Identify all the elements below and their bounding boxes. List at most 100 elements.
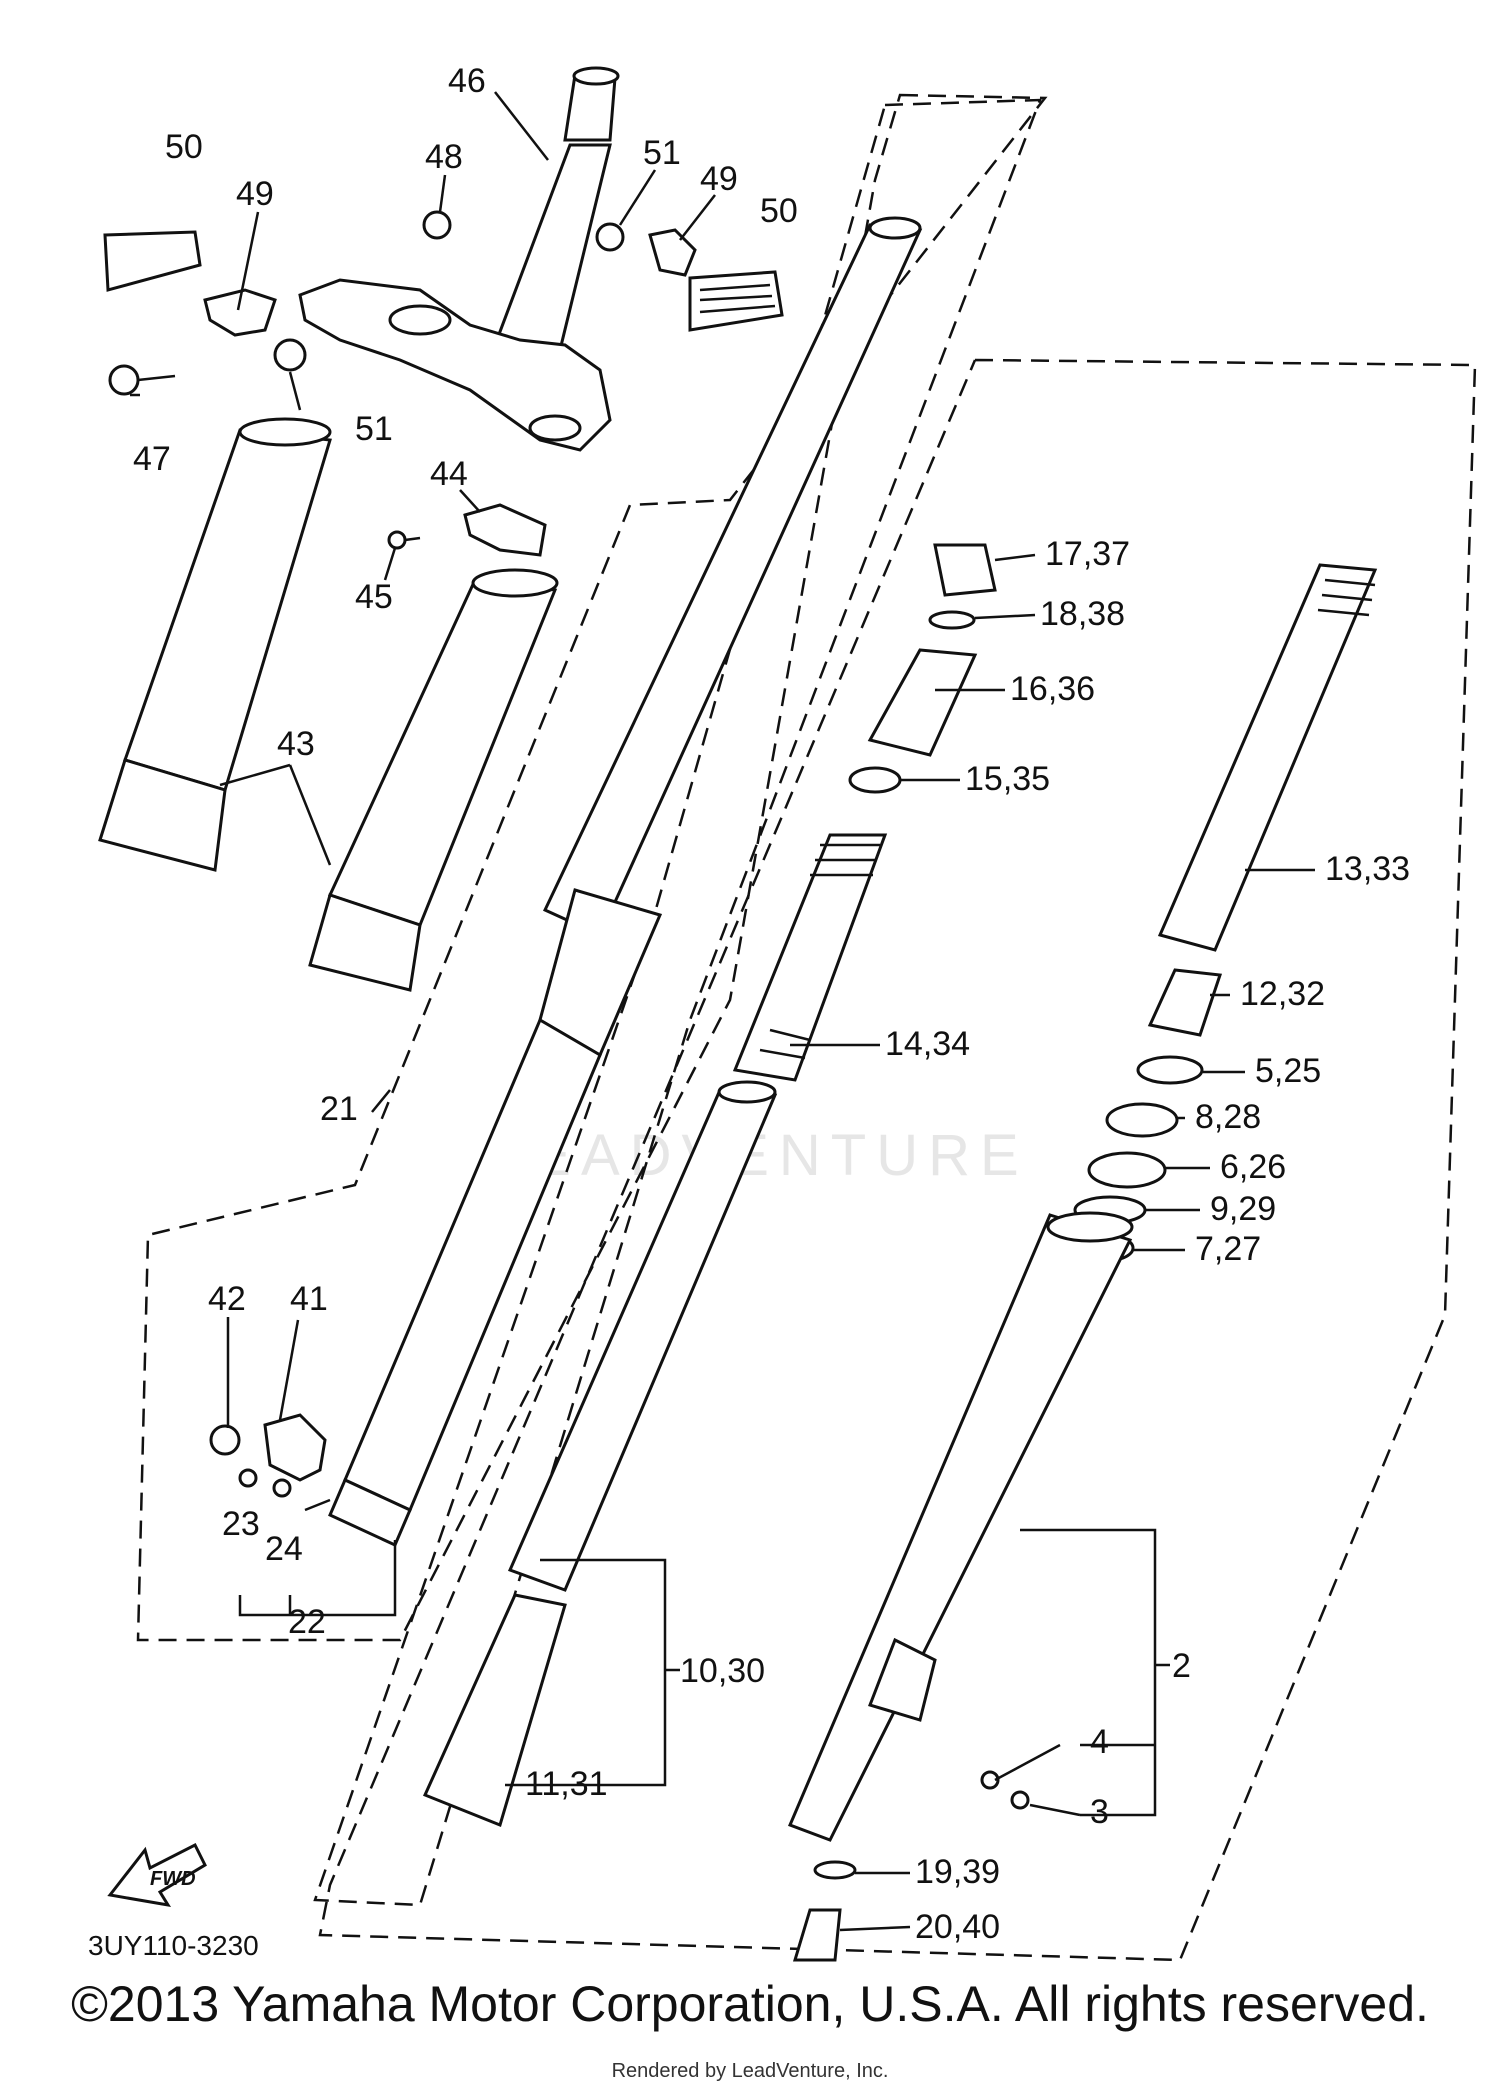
right-fork-parts	[788, 563, 1378, 1962]
reflector-right-grid	[699, 283, 776, 314]
fork-boot-right-body	[327, 578, 558, 927]
callout-22: 22	[288, 1603, 326, 1641]
callout-51-left: 51	[355, 410, 393, 448]
callout-labels: 46 48 51 49 50 50 49 47 51 44 45 43 17,3…	[88, 62, 1410, 1961]
leader-20-40	[839, 1925, 911, 1932]
callout-2: 2	[1172, 1647, 1191, 1685]
leader-51b	[288, 371, 302, 411]
guide-44	[463, 503, 547, 557]
callout-50-right: 50	[760, 192, 798, 230]
leader-10-30	[540, 1558, 680, 1787]
fork-boot-right-top	[471, 568, 559, 598]
oil-seal-6-26	[1087, 1151, 1167, 1189]
callout-12-32: 12,32	[1240, 975, 1325, 1013]
bolt-23	[238, 1468, 258, 1488]
guide-11-31	[422, 1593, 567, 1828]
outline-right-assembly	[318, 358, 1477, 1962]
outer-tube-assembly	[328, 216, 923, 1548]
callout-42: 42	[208, 1280, 246, 1318]
callout-15-35: 15,35	[965, 760, 1050, 798]
washer-4	[980, 1770, 1000, 1790]
screw-45	[387, 530, 407, 550]
bolt-47	[108, 364, 140, 396]
callout-41: 41	[290, 1280, 328, 1318]
fork-boot-right	[308, 568, 559, 992]
damper-rod-threads	[1317, 578, 1376, 617]
leader-3	[1029, 1803, 1081, 1817]
cap-bolt-17-37	[933, 543, 997, 597]
fork-boot-left-top	[238, 417, 332, 447]
outer-tube-cap	[868, 216, 922, 240]
callout-10-30: 10,30	[680, 1652, 765, 1690]
fwd-arrow: FWD	[107, 1842, 207, 1908]
leader-43	[219, 763, 332, 866]
axle-bracket-right	[868, 1637, 937, 1722]
leader-21	[371, 1089, 391, 1113]
leader-4	[994, 1743, 1061, 1782]
washer-24	[272, 1478, 292, 1498]
callout-17-37: 17,37	[1045, 535, 1130, 573]
outer-tube-upper	[542, 223, 923, 937]
callout-11-31: 11,31	[525, 1765, 608, 1803]
damper-piece-12-32	[1147, 968, 1223, 1037]
bolt-20-40	[792, 1908, 842, 1962]
outer-tube-right	[788, 1213, 1133, 1842]
callout-5-25: 5,25	[1255, 1052, 1321, 1090]
callout-9-29: 9,29	[1210, 1190, 1276, 1228]
bracket-hole-left	[388, 304, 452, 336]
steering-stem	[298, 66, 620, 452]
axle-holder-41	[263, 1413, 327, 1482]
callout-7-27: 7,27	[1195, 1230, 1261, 1268]
bracket-hole-right	[528, 414, 582, 442]
callout-21: 21	[320, 1090, 358, 1128]
clip-5-25	[1136, 1055, 1204, 1085]
callout-14-34: 14,34	[885, 1025, 970, 1063]
callout-43: 43	[277, 725, 315, 763]
leader-51a	[618, 169, 657, 226]
middle-fork-parts	[422, 543, 997, 1828]
leader-48	[438, 174, 447, 213]
callout-46: 46	[448, 62, 486, 100]
reflector-right	[688, 270, 784, 332]
bolt-47-shaft	[137, 374, 176, 382]
damper-rod-13-33	[1157, 563, 1378, 952]
washer-15-35	[848, 766, 902, 794]
callout-23: 23	[222, 1505, 260, 1543]
callout-47: 47	[133, 440, 171, 478]
leader-lines	[130, 91, 1315, 1932]
reflector-left	[103, 230, 202, 292]
leader-49a	[236, 211, 260, 311]
outer-tube-right-top	[1046, 1211, 1134, 1243]
o-ring-18-38	[928, 610, 976, 630]
gasket-19-39	[813, 1860, 857, 1880]
leader-49b	[679, 194, 716, 241]
reflector-left-body	[103, 230, 202, 292]
callout-24: 24	[265, 1530, 303, 1568]
nut-51-left	[273, 338, 307, 372]
leader-2	[1020, 1528, 1170, 1817]
nut-42	[209, 1424, 241, 1456]
inner-tube-top	[717, 1080, 777, 1104]
fwd-arrow-label: FWD	[150, 1868, 196, 1890]
callout-19-39: 19,39	[915, 1853, 1000, 1891]
fork-boot-right-bellows	[308, 893, 422, 992]
reflector-bracket-left	[203, 288, 277, 337]
rendered-by-notice: Rendered by LeadVenture, Inc.	[611, 2060, 889, 2082]
leader-46	[494, 91, 549, 161]
callout-18-38: 18,38	[1040, 595, 1125, 633]
leader-45	[383, 547, 397, 581]
leader-24	[304, 1498, 331, 1512]
nut-48	[422, 210, 452, 240]
copyright-notice: ©2013 Yamaha Motor Corporation, U.S.A. A…	[71, 1976, 1429, 2032]
nut-51-top	[595, 222, 625, 252]
callout-44: 44	[430, 455, 468, 493]
fwd-arrow-shape	[107, 1842, 207, 1908]
callout-49-right: 49	[700, 160, 738, 198]
callout-16-36: 16,36	[1010, 670, 1095, 708]
leader-17-37	[994, 553, 1036, 562]
callout-45: 45	[355, 578, 393, 616]
leader-41	[278, 1319, 300, 1421]
spacer-16-36	[867, 648, 978, 757]
screw-45-shaft	[404, 536, 421, 542]
